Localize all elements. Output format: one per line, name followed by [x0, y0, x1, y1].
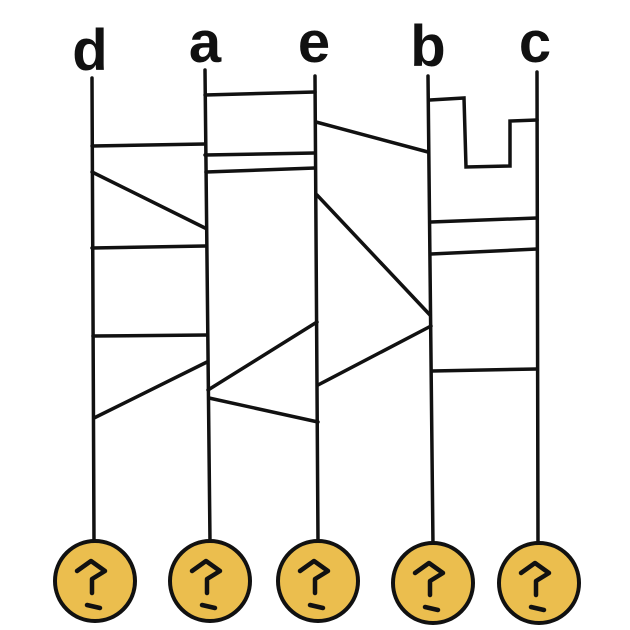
rung — [90, 170, 207, 230]
vertical-line-d — [90, 76, 96, 544]
rung — [206, 320, 319, 392]
rung — [91, 333, 209, 338]
mystery-coin-4[interactable] — [391, 541, 475, 625]
rung — [316, 324, 433, 387]
rung — [429, 247, 539, 256]
label-e: e — [298, 10, 330, 75]
question-mark-icon — [518, 560, 552, 613]
label-b: b — [410, 14, 445, 79]
rung — [315, 193, 432, 317]
mystery-coin-3[interactable] — [276, 539, 360, 623]
rung — [90, 244, 207, 250]
rungs — [90, 90, 539, 424]
question-mark-icon — [189, 558, 223, 611]
stepped-rung — [428, 96, 539, 169]
mystery-coin-1[interactable] — [53, 539, 137, 623]
vertical-line-a — [203, 68, 212, 544]
rung — [429, 216, 539, 224]
label-c: c — [519, 10, 551, 75]
rung — [314, 120, 430, 154]
rung — [90, 142, 207, 148]
question-mark-icon — [297, 558, 331, 611]
rung — [203, 151, 317, 157]
label-a: a — [189, 10, 222, 75]
coins — [53, 539, 581, 625]
column-labels: d a e b c — [72, 10, 551, 83]
label-d: d — [72, 18, 107, 83]
question-mark-icon — [412, 560, 446, 613]
rung — [430, 367, 539, 373]
rung — [207, 396, 320, 424]
vertical-lines — [90, 68, 540, 548]
rung — [203, 90, 317, 97]
vertical-line-b — [426, 74, 435, 548]
rung — [92, 360, 209, 420]
mystery-coin-5[interactable] — [497, 541, 581, 625]
rung — [204, 166, 317, 174]
vertical-line-e — [313, 74, 320, 544]
vertical-line-c — [535, 70, 540, 548]
question-mark-icon — [74, 558, 108, 611]
mystery-coin-2[interactable] — [168, 539, 252, 623]
